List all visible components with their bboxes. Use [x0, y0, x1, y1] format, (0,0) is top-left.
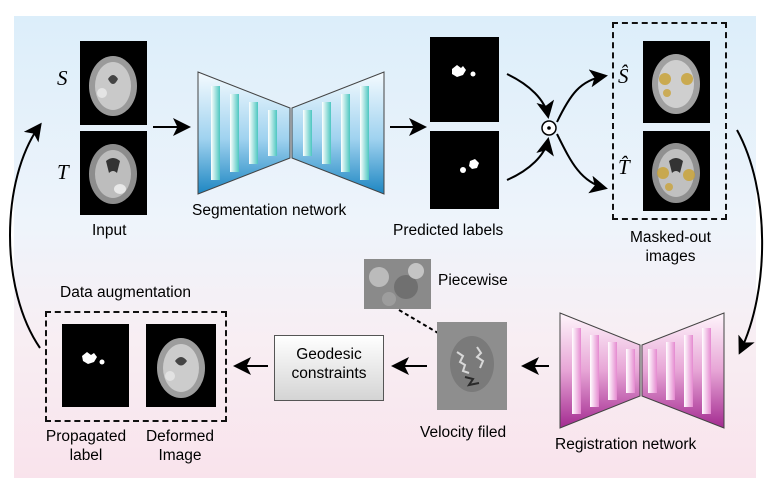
input-image-t — [80, 131, 147, 215]
seg-bar — [303, 110, 312, 156]
reg-bar — [626, 349, 635, 393]
geodesic-label-2: constraints — [291, 365, 367, 382]
t-symbol: T — [57, 160, 69, 184]
arrow-masked-to-reg — [736, 129, 764, 355]
seg-network-label: Segmentation network — [192, 202, 347, 219]
input-label: Input — [92, 222, 127, 239]
brain-scan-icon — [89, 144, 137, 204]
seg-bar — [360, 86, 369, 180]
seg-bar — [341, 94, 350, 172]
t-hat-symbol: T̂ — [618, 155, 630, 179]
brain-scan-icon — [652, 143, 700, 203]
velocity-field-image — [437, 322, 507, 410]
reg-bar — [648, 349, 657, 393]
piecewise-label: Piecewise — [438, 272, 508, 289]
masked-out-label-1: Masked-out — [630, 229, 711, 246]
reg-bar — [702, 328, 711, 414]
segmentation-mask-icon — [452, 65, 476, 77]
arrow-label-t-to-mask — [506, 137, 554, 181]
reg-bar — [572, 328, 581, 414]
deformed-image — [146, 324, 216, 407]
arrow-to-t-hat — [556, 133, 608, 194]
geodesic-constraints-box: Geodesic constraints — [274, 335, 384, 401]
segmentation-mask-icon — [460, 159, 479, 173]
data-augmentation-box — [45, 311, 227, 422]
velocity-field-label: Velocity filed — [420, 424, 507, 441]
seg-bar — [249, 102, 258, 164]
masked-images-box — [612, 22, 727, 220]
reg-bar — [608, 342, 617, 400]
input-image-s — [80, 41, 147, 125]
masked-image-t-hat — [643, 131, 710, 211]
brain-scan-icon — [89, 56, 137, 116]
arrow-aug-to-input — [9, 122, 42, 349]
deformed-label-1: Deformed — [145, 428, 215, 445]
arrow-piecewise-to-velocity — [398, 309, 458, 345]
seg-bar — [230, 94, 239, 172]
brain-scan-icon — [652, 54, 700, 114]
arrow-label-s-to-mask — [506, 73, 555, 119]
odot-dot — [547, 126, 551, 130]
arrows — [9, 69, 764, 375]
piecewise-field-image — [364, 259, 431, 309]
propagated-label-image — [62, 324, 129, 407]
seg-bar — [211, 86, 220, 180]
masked-image-s-hat — [643, 41, 710, 123]
texture-icon — [369, 263, 424, 306]
segmentation-network-shape — [197, 71, 385, 195]
registration-network-shape — [559, 312, 725, 429]
s-symbol: S — [57, 66, 68, 90]
propagated-label-2: label — [69, 447, 103, 464]
segmentation-mask-icon — [82, 352, 105, 365]
brain-scan-icon — [157, 338, 205, 398]
reg-bar — [666, 342, 675, 400]
predicted-label-s — [430, 37, 499, 122]
geodesic-label-1: Geodesic — [296, 346, 362, 363]
s-hat-symbol: Ŝ — [618, 64, 629, 88]
masked-out-label-2: images — [645, 248, 696, 265]
data-augmentation-label: Data augmentation — [60, 284, 191, 301]
deformed-label-2: Image — [158, 447, 202, 464]
predicted-labels-label: Predicted labels — [393, 222, 504, 239]
propagated-label-1: Propagated — [45, 428, 127, 445]
reg-bar — [590, 335, 599, 407]
seg-bar — [268, 110, 277, 156]
predicted-label-t — [430, 131, 499, 209]
arrow-to-s-hat — [556, 69, 608, 123]
velocity-field-icon — [450, 336, 494, 392]
reg-bar — [684, 335, 693, 407]
reg-network-label: Registration network — [555, 436, 697, 453]
seg-bar — [322, 102, 331, 164]
